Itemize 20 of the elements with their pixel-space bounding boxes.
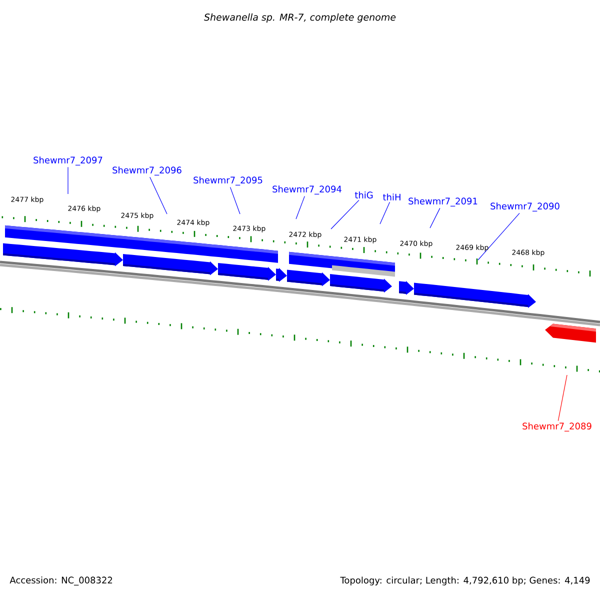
leader-line <box>230 186 240 214</box>
leader-line <box>558 374 568 422</box>
footer-text: Topology: circular; Length: 4,792,610 bp; Genes: 4,149 <box>340 576 590 586</box>
gene-label: Shewmr7_2090 <box>490 202 560 212</box>
footer-text: Accession: NC_008322 <box>10 576 112 586</box>
leader-line <box>478 212 520 260</box>
gene-label: Shewmr7_2089 <box>522 422 592 432</box>
gene-label: Shewmr7_2094 <box>272 186 342 194</box>
leader-line <box>150 176 168 214</box>
gene-label: Shewmr7_2096 <box>112 166 182 176</box>
gene-label: Shewmr7_2097 <box>34 156 102 166</box>
leader-line <box>380 202 390 224</box>
gene-label: Shewmr7_2091 <box>408 198 478 206</box>
title: Shewanella sp. MR-7, complete genome <box>204 13 396 23</box>
gene-label: thiG <box>354 192 373 198</box>
leader-line <box>296 196 305 220</box>
leader-line <box>330 200 360 230</box>
leader-line <box>430 208 440 228</box>
gene-label: Shewmr7_2095 <box>194 176 262 186</box>
gene-label: thiH <box>383 194 400 200</box>
